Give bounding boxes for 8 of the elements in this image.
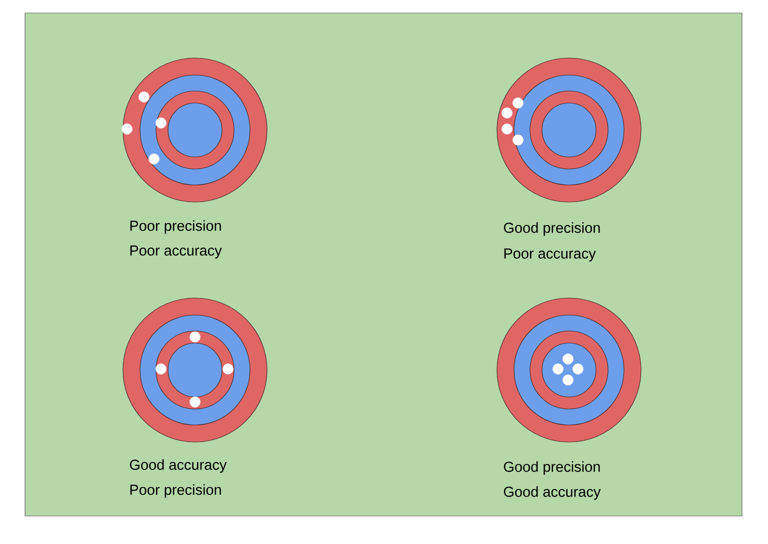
caption-text: Good precision bbox=[504, 222, 600, 236]
caption-text: Good accuracy bbox=[504, 486, 601, 500]
caption-text: Poor precision bbox=[130, 220, 221, 234]
caption-text: Good precision bbox=[504, 461, 600, 475]
caption-text: Poor accuracy bbox=[504, 248, 596, 262]
caption-text: Good accuracy bbox=[130, 459, 227, 473]
caption-text: Poor precision bbox=[130, 484, 221, 498]
caption-text: Poor accuracy bbox=[130, 246, 222, 258]
